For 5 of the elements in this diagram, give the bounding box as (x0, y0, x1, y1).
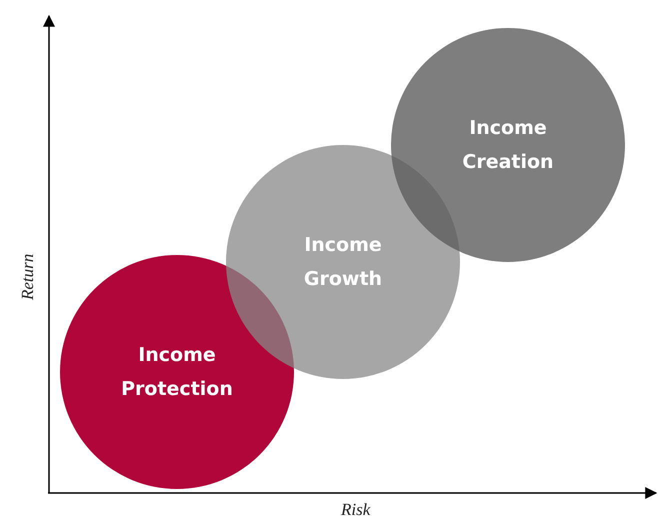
circle-label: Income Growth (302, 233, 384, 292)
circle-label: Income Creation (461, 116, 555, 175)
circle-label: Income Protection (120, 343, 234, 402)
y-axis-label: Return (18, 254, 38, 300)
x-axis-label: Risk (341, 500, 370, 518)
